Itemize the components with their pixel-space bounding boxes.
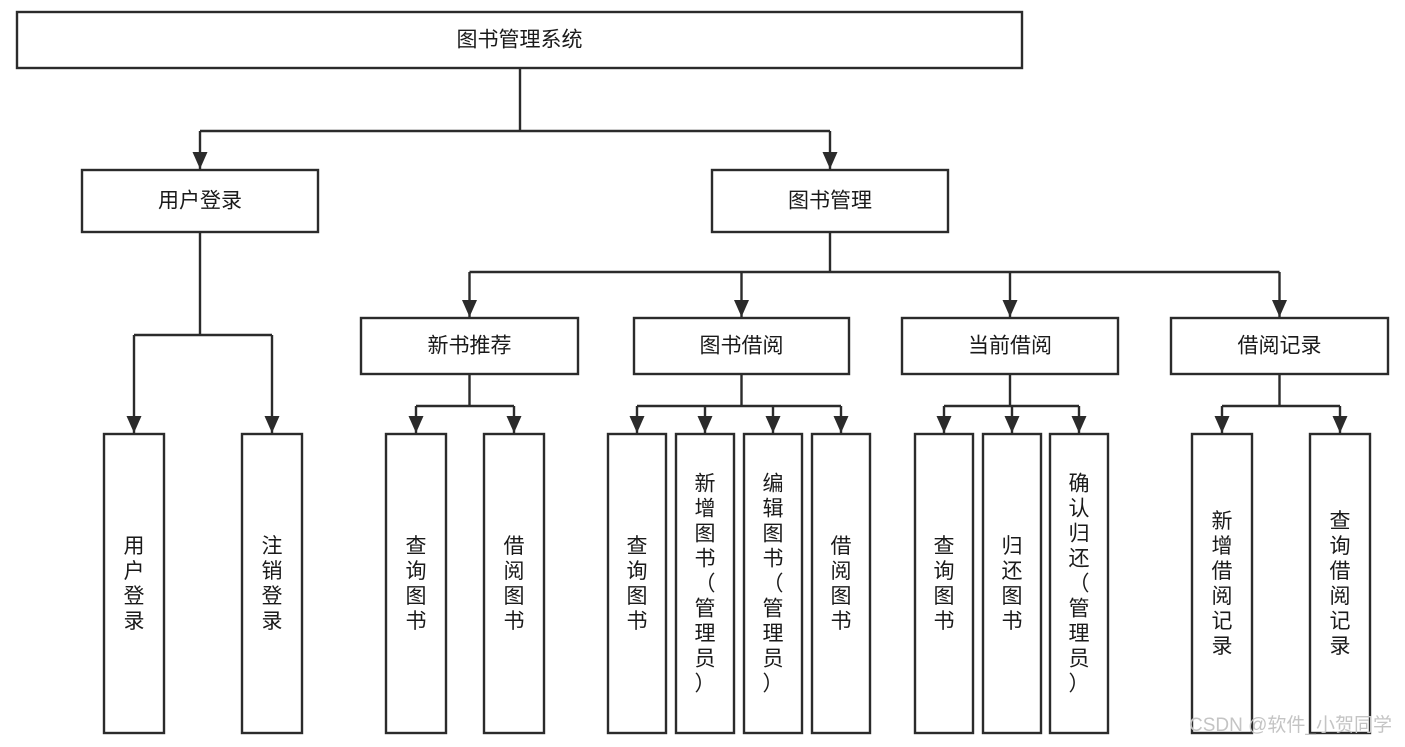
arrow-head-current-borrow xyxy=(1002,300,1018,317)
node-box-leaf-add-book-admin xyxy=(674,432,736,735)
node-label-book-borrow: 图书借阅 xyxy=(700,335,784,358)
node-label-leaf-add-borrow-record: 新增借阅记录 xyxy=(1212,510,1233,658)
arrow-head-leaf-logout-login xyxy=(264,416,280,433)
node-box-new-book-recommend xyxy=(359,316,580,376)
node-label-leaf-add-book-admin: 新增图书（管理员） xyxy=(695,473,716,696)
node-new-book-recommend[interactable]: 新书推荐 xyxy=(359,316,580,376)
node-label-leaf-query-book-current: 查询图书 xyxy=(934,535,955,633)
node-leaf-borrow-book-recommend[interactable]: 借阅图书 xyxy=(482,432,546,735)
node-leaf-query-book-borrow[interactable]: 查询图书 xyxy=(606,432,668,735)
node-label-user-login: 用户登录 xyxy=(158,190,242,213)
node-leaf-user-login[interactable]: 用户登录 xyxy=(102,432,166,735)
node-label-leaf-confirm-return-admin: 确认归还（管理员） xyxy=(1069,473,1090,696)
node-label-leaf-borrow-book-borrow: 借阅图书 xyxy=(831,535,852,633)
node-book-borrow[interactable]: 图书借阅 xyxy=(632,316,851,376)
arrow-head-leaf-borrow-book-recommend xyxy=(506,416,522,433)
node-leaf-query-book-current[interactable]: 查询图书 xyxy=(913,432,975,735)
node-root[interactable]: 图书管理系统 xyxy=(15,10,1024,70)
node-box-root xyxy=(15,10,1024,70)
node-box-leaf-query-book-recommend xyxy=(384,432,448,735)
arrow-head-leaf-confirm-return-admin xyxy=(1071,416,1087,433)
arrow-head-leaf-query-borrow-record xyxy=(1332,416,1348,433)
node-box-leaf-user-login xyxy=(102,432,166,735)
node-box-book-management xyxy=(710,168,950,234)
node-box-leaf-borrow-book-recommend xyxy=(482,432,546,735)
node-label-root: 图书管理系统 xyxy=(457,29,583,52)
node-label-leaf-query-book-borrow: 查询图书 xyxy=(627,535,648,633)
node-box-leaf-query-book-current xyxy=(913,432,975,735)
node-leaf-logout-login[interactable]: 注销登录 xyxy=(240,432,304,735)
node-label-borrow-record: 借阅记录 xyxy=(1238,335,1322,358)
node-label-current-borrow: 当前借阅 xyxy=(968,335,1052,358)
node-layer: 图书管理系统用户登录图书管理新书推荐图书借阅当前借阅借阅记录用户登录注销登录查询… xyxy=(15,10,1390,735)
arrow-head-leaf-edit-book-admin xyxy=(765,416,781,433)
arrow-head-leaf-borrow-book-borrow xyxy=(833,416,849,433)
arrow-head-book-management xyxy=(822,152,838,169)
node-box-leaf-query-borrow-record xyxy=(1308,432,1372,735)
node-leaf-add-book-admin[interactable]: 新增图书（管理员） xyxy=(674,432,736,735)
node-label-leaf-query-book-recommend: 查询图书 xyxy=(406,535,427,633)
connector-layer xyxy=(126,68,1348,433)
node-leaf-query-book-recommend[interactable]: 查询图书 xyxy=(384,432,448,735)
node-borrow-record[interactable]: 借阅记录 xyxy=(1169,316,1390,376)
csdn-watermark: CSDN @软件_小贺同学 xyxy=(1189,714,1392,736)
node-leaf-add-borrow-record[interactable]: 新增借阅记录 xyxy=(1190,432,1254,735)
node-label-leaf-user-login: 用户登录 xyxy=(124,535,145,633)
node-box-leaf-return-book xyxy=(981,432,1043,735)
node-box-user-login xyxy=(80,168,320,234)
node-label-new-book-recommend: 新书推荐 xyxy=(428,335,512,358)
arrow-head-leaf-add-book-admin xyxy=(697,416,713,433)
arrow-head-user-login xyxy=(192,152,208,169)
arrow-head-new-book-recommend xyxy=(462,300,477,317)
arrow-head-book-borrow xyxy=(734,300,749,317)
node-label-leaf-return-book: 归还图书 xyxy=(1002,535,1023,633)
node-box-borrow-record xyxy=(1169,316,1390,376)
node-current-borrow[interactable]: 当前借阅 xyxy=(900,316,1120,376)
node-leaf-edit-book-admin[interactable]: 编辑图书（管理员） xyxy=(742,432,804,735)
node-book-management[interactable]: 图书管理 xyxy=(710,168,950,234)
arrow-head-leaf-user-login xyxy=(126,416,142,433)
arrow-head-leaf-query-book-borrow xyxy=(629,416,645,433)
node-label-book-management: 图书管理 xyxy=(788,190,872,213)
node-leaf-borrow-book-borrow[interactable]: 借阅图书 xyxy=(810,432,872,735)
node-box-leaf-logout-login xyxy=(240,432,304,735)
node-leaf-return-book[interactable]: 归还图书 xyxy=(981,432,1043,735)
arrow-head-leaf-query-book-recommend xyxy=(408,416,424,433)
node-label-leaf-borrow-book-recommend: 借阅图书 xyxy=(504,535,525,633)
node-box-book-borrow xyxy=(632,316,851,376)
arrow-head-leaf-add-borrow-record xyxy=(1214,416,1230,433)
node-box-leaf-add-borrow-record xyxy=(1190,432,1254,735)
node-leaf-confirm-return-admin[interactable]: 确认归还（管理员） xyxy=(1048,432,1110,735)
node-label-leaf-query-borrow-record: 查询借阅记录 xyxy=(1330,510,1351,658)
node-label-leaf-logout-login: 注销登录 xyxy=(262,535,283,633)
node-leaf-query-borrow-record[interactable]: 查询借阅记录 xyxy=(1308,432,1372,735)
arrow-head-borrow-record xyxy=(1272,300,1287,317)
arrow-head-leaf-query-book-current xyxy=(936,416,952,433)
node-user-login[interactable]: 用户登录 xyxy=(80,168,320,234)
node-box-current-borrow xyxy=(900,316,1120,376)
node-box-leaf-borrow-book-borrow xyxy=(810,432,872,735)
node-box-leaf-confirm-return-admin xyxy=(1048,432,1110,735)
node-box-leaf-query-book-borrow xyxy=(606,432,668,735)
node-label-leaf-edit-book-admin: 编辑图书（管理员） xyxy=(763,473,784,696)
arrow-head-leaf-return-book xyxy=(1004,416,1020,433)
node-box-leaf-edit-book-admin xyxy=(742,432,804,735)
